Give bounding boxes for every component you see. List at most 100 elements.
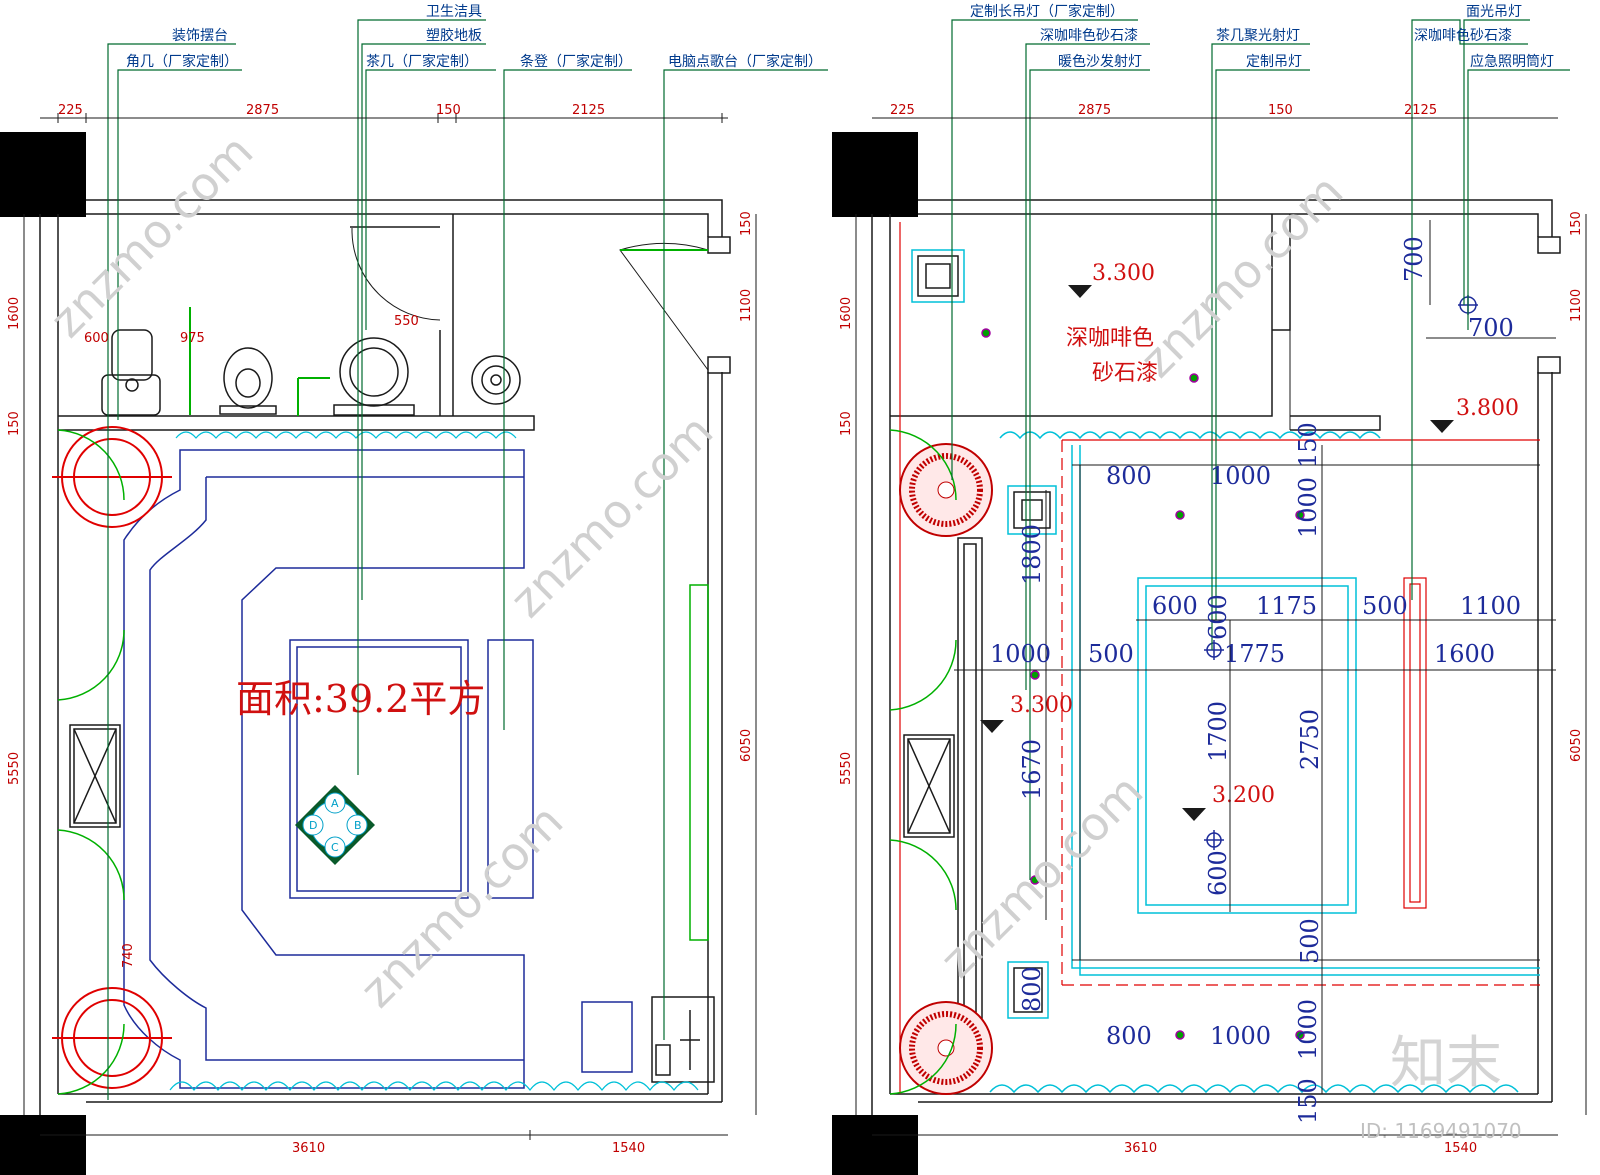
level-markers xyxy=(980,285,1454,821)
cdim-150-bottom: 150 xyxy=(1294,1078,1322,1124)
round-chandeliers xyxy=(899,443,993,1095)
dimension-lines xyxy=(23,113,757,1140)
dim-right-150: 150 xyxy=(739,211,754,236)
level-3300-b: 3.300 xyxy=(1010,693,1073,718)
callout-custom-long-pendant: 定制长吊灯（厂家定制） xyxy=(970,3,1124,20)
ceiling-trims xyxy=(911,249,1540,1094)
table-letter-d: D xyxy=(309,819,317,832)
column-bottom-left xyxy=(0,1115,86,1175)
spot-lights xyxy=(981,328,1305,1040)
leader-lines-right xyxy=(951,19,1570,880)
column-top-right-plan xyxy=(832,132,918,217)
dim-top-150: 150 xyxy=(436,103,461,118)
callout-emergency-light: 应急照明筒灯 xyxy=(1470,53,1554,70)
dimension-lines-right xyxy=(855,117,1587,1136)
callout-sanitary: 卫生洁具 xyxy=(426,4,482,20)
dim-inner-550: 550 xyxy=(394,314,419,329)
dim-bottom-3610: 3610 xyxy=(292,1141,325,1156)
cdim-600-v-top: 600 xyxy=(1204,594,1232,640)
dim-left-5550: 5550 xyxy=(7,752,22,785)
display-cabinet xyxy=(69,724,121,828)
dim-left-1600: 1600 xyxy=(7,297,22,330)
cdim-1670: 1670 xyxy=(1018,739,1046,800)
callout-face-light: 面光吊灯 xyxy=(1466,4,1522,20)
material-note-line1: 深咖啡色 xyxy=(1066,326,1154,351)
area-label: 面积:39.2平方 xyxy=(236,677,485,721)
right-callouts: 定制长吊灯（厂家定制） 深咖啡色砂石漆 暖色沙发射灯 茶几聚光射灯 定制吊灯 面… xyxy=(970,3,1554,70)
table-letter-b: B xyxy=(354,819,362,832)
cdim-1000-v-top: 1000 xyxy=(1294,477,1322,538)
coffee-table-area xyxy=(289,639,534,899)
dim-r-top-225: 225 xyxy=(890,103,915,118)
watermark-site-4: znzmo.com xyxy=(1130,164,1354,388)
callout-karaoke-desk: 电脑点歌台（厂家定制） xyxy=(668,53,822,70)
dim-top-2875: 2875 xyxy=(246,103,279,118)
left-callouts: 装饰摆台 角几（厂家定制） 卫生洁具 塑胶地板 茶几（厂家定制） 条登（厂家定制… xyxy=(126,4,822,70)
callout-sofa-spotlight: 暖色沙发射灯 xyxy=(1058,53,1142,70)
level-3300-a: 3.300 xyxy=(1092,261,1155,286)
watermark-brand: 知末 xyxy=(1390,1031,1502,1096)
level-3800: 3.800 xyxy=(1456,396,1519,421)
cdim-700-v: 700 xyxy=(1400,236,1428,282)
callout-vinyl-floor: 塑胶地板 xyxy=(426,27,482,44)
right-frame-dims: 225 2875 150 2125 3610 1540 1600 150 555… xyxy=(839,103,1584,1156)
cdim-1000-bottom: 1000 xyxy=(1210,1022,1271,1050)
callout-sandstone-paint-a: 深咖啡色砂石漆 xyxy=(1040,27,1138,44)
cdim-1800: 1800 xyxy=(1018,524,1046,585)
dim-r-top-150: 150 xyxy=(1268,103,1293,118)
dim-inner-600: 600 xyxy=(84,331,109,346)
cdim-1700: 1700 xyxy=(1204,701,1232,762)
watermark-id: ID: 1169491070 xyxy=(1360,1119,1522,1143)
callout-bench: 条登（厂家定制） xyxy=(520,53,632,70)
dim-r-left-150: 150 xyxy=(839,411,854,436)
red-ceiling-lines xyxy=(899,222,1540,1094)
table-letter-c: C xyxy=(331,841,339,854)
material-note-line2: 砂石漆 xyxy=(1092,361,1158,386)
cdim-800-bottom: 800 xyxy=(1106,1022,1152,1050)
watermarks: znzmo.com znzmo.com znzmo.com znzmo.com … xyxy=(40,124,1522,1143)
cdim-1175: 1175 xyxy=(1256,592,1317,620)
level-3200: 3.200 xyxy=(1212,783,1275,808)
dim-bottom-1540: 1540 xyxy=(612,1141,645,1156)
cdim-600-v-bottom: 600 xyxy=(1204,850,1232,896)
callout-table-spotlight: 茶几聚光射灯 xyxy=(1216,28,1300,44)
cdim-1100: 1100 xyxy=(1460,592,1521,620)
round-table: A B C D xyxy=(295,785,375,865)
karaoke-console xyxy=(651,996,715,1083)
table-letter-a: A xyxy=(331,797,339,810)
tick-strip xyxy=(1072,464,1540,961)
corner-tables xyxy=(52,426,172,1089)
dim-inner-975: 975 xyxy=(180,331,205,346)
dim-right-6050: 6050 xyxy=(739,729,754,762)
callout-corner-table: 角几（厂家定制） xyxy=(126,53,238,70)
cdim-1600: 1600 xyxy=(1434,640,1495,668)
dim-r-bottom-3610: 3610 xyxy=(1124,1141,1157,1156)
dim-r-top-2875: 2875 xyxy=(1078,103,1111,118)
cdim-1000-mid: 1000 xyxy=(990,640,1051,668)
left-plan: A B C D xyxy=(0,4,828,1175)
dim-r-right-1100: 1100 xyxy=(1569,289,1584,322)
dim-left-150: 150 xyxy=(7,411,22,436)
left-top-dims: 225 2875 150 2125 3610 1540 1600 150 555… xyxy=(7,103,754,1156)
column-bottom-right-plan xyxy=(832,1115,918,1175)
sanitary-fixtures xyxy=(101,329,521,416)
ceiling-dims: 700 700 800 1000 150 1000 1800 600 600 1… xyxy=(990,236,1521,1124)
bathroom-door xyxy=(351,228,441,321)
pendant-lights xyxy=(1204,295,1478,850)
leader-lines xyxy=(107,19,828,1100)
right-plan: 3.300 3.800 3.300 3.200 深咖啡色 砂石漆 定制长吊灯（厂… xyxy=(832,3,1587,1175)
level-labels: 3.300 3.800 3.300 3.200 深咖啡色 砂石漆 xyxy=(1010,261,1519,808)
callout-decor-stand: 装饰摆台 xyxy=(172,28,228,44)
cdim-1000-v-bottom: 1000 xyxy=(1294,999,1322,1060)
dim-r-left-5550: 5550 xyxy=(839,752,854,785)
cdim-800-top: 800 xyxy=(1106,462,1152,490)
cdim-700-h: 700 xyxy=(1468,314,1514,342)
l-shaped-sofa xyxy=(123,449,525,1089)
cdim-500-v: 500 xyxy=(1296,918,1324,964)
column-top-left xyxy=(0,132,86,217)
dim-top-2125: 2125 xyxy=(572,103,605,118)
cdim-150-top: 150 xyxy=(1294,422,1322,468)
dim-r-bottom-1540: 1540 xyxy=(1444,1141,1477,1156)
dim-r-right-6050: 6050 xyxy=(1569,729,1584,762)
